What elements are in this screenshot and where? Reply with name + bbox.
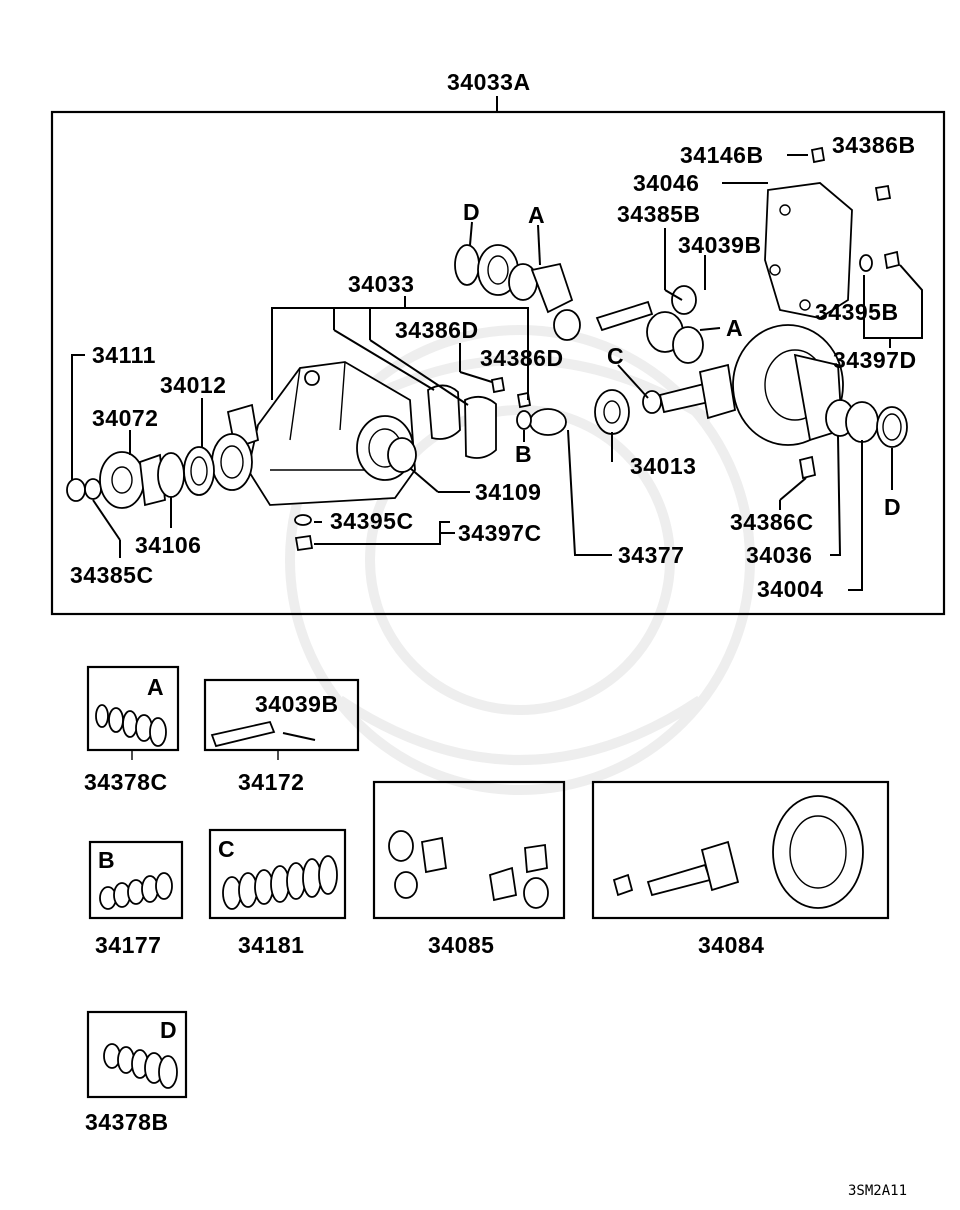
rear-cover xyxy=(764,146,901,319)
label-34106: 34106 xyxy=(135,532,201,558)
label-34397D: 34397D xyxy=(833,347,917,373)
kit-34085-part: 34085 xyxy=(428,932,494,958)
label-34395B: 34395B xyxy=(815,299,899,325)
kit-34172-inner: 34039B xyxy=(255,691,339,717)
differential-carrier-housing xyxy=(211,361,417,506)
kit-34378C-part: 34378C xyxy=(84,769,168,795)
ref-d-right: D xyxy=(884,494,901,520)
bearing-caps xyxy=(427,384,497,459)
label-34111: 34111 xyxy=(92,342,156,368)
label-34386B: 34386B xyxy=(832,132,916,158)
label-34386D-b: 34386D xyxy=(480,345,564,371)
label-34385C: 34385C xyxy=(70,562,154,588)
kit-34378B: D 34378B xyxy=(85,1010,188,1135)
ref-b-mid: B xyxy=(515,441,532,467)
label-34004: 34004 xyxy=(757,576,823,602)
side-bearing-and-gears xyxy=(454,244,704,364)
kit-34177: B 34177 xyxy=(88,840,184,958)
kit-34378B-ref: D xyxy=(160,1017,177,1043)
kit-34085: 34085 xyxy=(372,780,566,958)
label-34012: 34012 xyxy=(160,372,226,398)
label-34146B: 34146B xyxy=(680,142,764,168)
kit-34378C-ref: A xyxy=(147,674,164,700)
ref-d-top: D xyxy=(463,199,480,225)
assembly-label: 34033A xyxy=(447,69,531,95)
ring-and-pinion xyxy=(594,324,908,448)
ref-a-top: A xyxy=(528,202,545,228)
kit-34177-part: 34177 xyxy=(95,932,161,958)
hardware xyxy=(294,376,817,552)
kit-34378B-part: 34378B xyxy=(85,1109,169,1135)
ref-c-mid: C xyxy=(607,343,624,369)
leader-lines xyxy=(71,154,923,591)
kit-34181: C 34181 xyxy=(208,828,347,958)
kit-34177-ref: B xyxy=(98,847,115,873)
label-34046: 34046 xyxy=(633,170,699,196)
label-34395C: 34395C xyxy=(330,508,414,534)
label-34036: 34036 xyxy=(746,542,812,568)
pinion-flange-assembly xyxy=(66,446,215,509)
watermark-emblem xyxy=(285,325,755,795)
label-34039B: 34039B xyxy=(678,232,762,258)
kit-34181-ref: C xyxy=(218,836,235,862)
kit-34084-part: 34084 xyxy=(698,932,764,958)
label-34386C: 34386C xyxy=(730,509,814,535)
label-34033: 34033 xyxy=(348,271,414,297)
label-34397C: 34397C xyxy=(458,520,542,546)
kit-34378C: A 34378C xyxy=(84,665,180,795)
label-34385B: 34385B xyxy=(617,201,701,227)
kit-34172-part: 34172 xyxy=(238,769,304,795)
ref-a-mid: A xyxy=(726,315,743,341)
label-34072: 34072 xyxy=(92,405,158,431)
label-34377: 34377 xyxy=(618,542,684,568)
diagram-code: 3SM2A11 xyxy=(848,1183,907,1199)
kit-34172: 34039B 34172 xyxy=(203,678,360,795)
kit-34181-part: 34181 xyxy=(238,932,304,958)
label-34386D-a: 34386D xyxy=(395,317,479,343)
label-34109: 34109 xyxy=(475,479,541,505)
kit-34084: 34084 xyxy=(591,780,890,958)
label-34013: 34013 xyxy=(630,453,696,479)
assembly-frame xyxy=(50,110,946,616)
